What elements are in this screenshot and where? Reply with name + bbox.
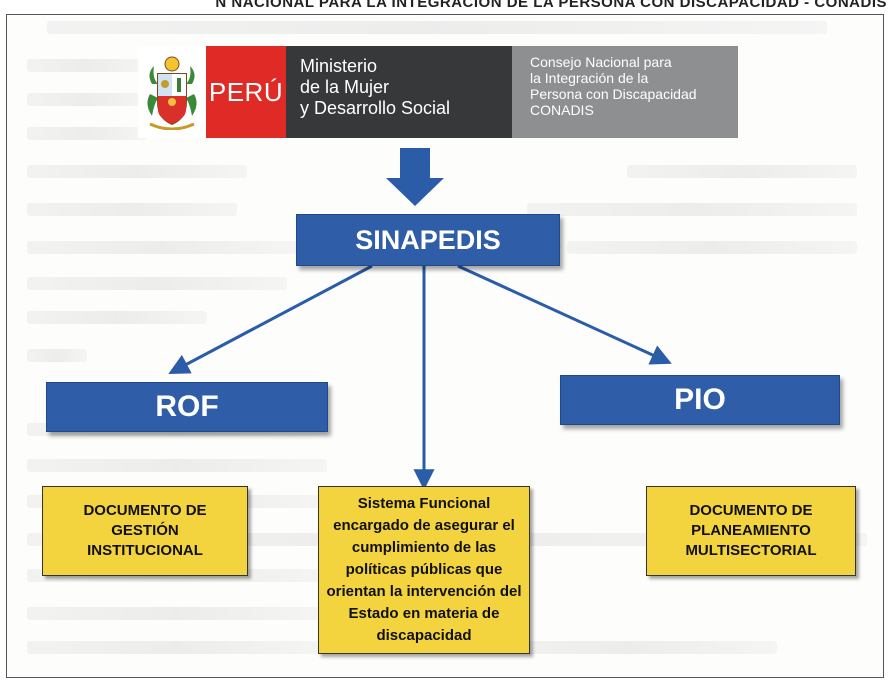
rof-node: ROF (46, 382, 328, 432)
pio-description: DOCUMENTO DE PLANEAMIENTO MULTISECTORIAL (646, 486, 856, 576)
arrow-to-pio (457, 264, 672, 365)
rof-description: DOCUMENTO DE GESTIÓN INSTITUCIONAL (42, 486, 248, 576)
ministry-line: y Desarrollo Social (300, 98, 451, 118)
peru-coat-of-arms-icon (147, 56, 197, 130)
logo-banner: PERÚ Ministerio de la Mujer y Desarrollo… (138, 46, 738, 138)
description-line: Sistema Funcional (357, 495, 491, 512)
sinapedis-node: SINAPEDIS (296, 214, 560, 266)
description-line: INSTITUCIONAL (87, 542, 203, 559)
council-line: Consejo Nacional para (530, 54, 672, 70)
conadis-brand: Consejo Nacional para la Integración de … (512, 46, 738, 138)
council-line: la Integración de la (530, 70, 649, 86)
description-line: encargado de asegurar el (333, 517, 515, 534)
description-line: MULTISECTORIAL (685, 542, 817, 559)
description-line: DOCUMENTO DE (83, 502, 207, 519)
peru-brand: PERÚ (206, 46, 286, 138)
ministry-brand: Ministerio de la Mujer y Desarrollo Soci… (286, 46, 512, 138)
ministry-line: de la Mujer (300, 77, 390, 97)
pio-node: PIO (560, 375, 840, 425)
description-line: políticas públicas que (345, 561, 503, 578)
rof-label: ROF (155, 390, 219, 423)
description-line: DOCUMENTO DE (689, 502, 813, 519)
description-line: Estado en materia de (348, 605, 500, 622)
council-line: Persona con Discapacidad (530, 86, 697, 102)
sinapedis-label: SINAPEDIS (355, 224, 501, 255)
description-line: GESTIÓN (111, 522, 179, 539)
top-cropped-heading: N NACIONAL PARA LA INTEGRACIÓN DE LA PER… (0, 0, 891, 12)
arrow-to-rof (168, 264, 373, 374)
council-line: CONADIS (530, 102, 594, 118)
description-line: orientan la intervención del (326, 583, 522, 600)
ministry-line: Ministerio (300, 56, 378, 76)
description-line: discapacidad (376, 627, 472, 644)
description-line: PLANEAMIENTO (691, 522, 811, 539)
description-line: cumplimiento de las (351, 539, 497, 556)
peru-label: PERÚ (208, 76, 284, 107)
big-down-arrow (386, 148, 444, 206)
coat-of-arms (138, 46, 206, 138)
cropped-heading-text: N NACIONAL PARA LA INTEGRACIÓN DE LA PER… (215, 0, 887, 11)
pio-label: PIO (674, 383, 726, 416)
center-description: Sistema Funcional encargado de asegurar … (318, 486, 530, 654)
